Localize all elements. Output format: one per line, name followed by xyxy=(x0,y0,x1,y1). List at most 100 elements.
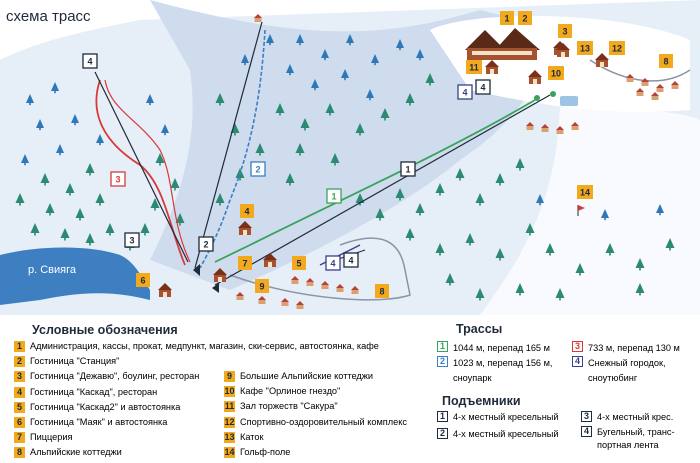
legend-text: Гостиница "Каскад2" и автостоянка xyxy=(30,401,181,412)
road xyxy=(229,237,411,301)
trail-legend-badge: 1 xyxy=(437,341,448,352)
legend-badge: 4 xyxy=(14,386,25,398)
marker-12: 12 xyxy=(609,41,625,55)
lift-marker-3: 3 xyxy=(124,232,140,248)
lift-marker-2: 2 xyxy=(198,236,214,252)
svg-text:3: 3 xyxy=(562,27,567,37)
river xyxy=(0,247,150,305)
lift-legend-item-1: 1 4-х местный кресельный xyxy=(437,411,559,424)
trail-1-green xyxy=(214,99,536,263)
svg-text:3: 3 xyxy=(115,175,120,185)
legend-item-10: 10 Кафе "Орлиное гнездо" xyxy=(224,386,341,398)
legend-text: Большие Альпийские коттеджи xyxy=(240,371,374,381)
legend-badge: 14 xyxy=(224,447,235,458)
marker-7: 7 xyxy=(238,256,252,270)
svg-text:2: 2 xyxy=(522,14,527,24)
trail-legend-text: 733 м, перепад 130 м xyxy=(588,343,680,353)
marker-2: 2 xyxy=(518,11,532,25)
trail-legend-badge: 2 xyxy=(437,356,448,367)
lift-legend-item-4: 4 Бугельный, транс-портная лента xyxy=(581,426,675,452)
ice-rink xyxy=(560,96,578,106)
legend-text: Гостиница "Станция" xyxy=(30,356,120,367)
lift-legend-badge: 4 xyxy=(581,426,592,437)
lift-legend-text: 4-х местный кресельный xyxy=(453,429,559,439)
svg-text:10: 10 xyxy=(551,69,561,79)
svg-text:6: 6 xyxy=(140,276,145,286)
svg-text:1: 1 xyxy=(405,165,410,175)
lift-legend-item-2: 2 4-х местный кресельный xyxy=(437,428,559,441)
lift-legend-badge: 2 xyxy=(437,428,448,439)
marker-8a: 8 xyxy=(375,284,389,298)
legend-text: Администрация, кассы, прокат, медпункт, … xyxy=(30,341,379,351)
legend-badge: 5 xyxy=(14,401,25,413)
legend-item-14: 14 Гольф-поле xyxy=(224,447,290,458)
trail-marker-4-navy-right: 4 xyxy=(457,84,473,100)
trail-legend-badge: 4 xyxy=(572,356,583,367)
hotel-main xyxy=(465,28,540,60)
arrow-base-2 xyxy=(212,283,219,293)
legend-trails-heading: Трассы xyxy=(456,322,503,336)
lift-marker-4-right: 4 xyxy=(475,79,491,95)
legend-lifts-heading: Подъемники xyxy=(442,394,521,408)
trail-legend-item-2: 2 1023 м, перепад 156 м,сноупарк xyxy=(437,356,552,386)
lift-station-top xyxy=(534,95,540,101)
svg-text:1: 1 xyxy=(331,192,336,202)
marker-9: 9 xyxy=(255,279,269,293)
marker-13: 13 xyxy=(577,41,593,55)
legend-poi-heading: Условные обозначения xyxy=(32,323,178,337)
trail-legend-text: 1044 м, перепад 165 м xyxy=(453,343,550,353)
golf-flag xyxy=(577,205,585,216)
legend-text: Кафе "Орлиное гнездо" xyxy=(240,386,341,397)
lift-marker-1: 1 xyxy=(400,161,416,177)
marker-1: 1 xyxy=(500,11,514,25)
legend-text: Гольф-поле xyxy=(240,447,291,457)
svg-text:3: 3 xyxy=(129,236,134,246)
legend-item-1: 1 Администрация, кассы, прокат, медпункт,… xyxy=(14,341,379,352)
svg-text:4: 4 xyxy=(348,256,353,266)
legend-badge: 12 xyxy=(224,416,235,428)
legend-badge: 7 xyxy=(14,432,25,444)
legend-badge: 10 xyxy=(224,386,235,398)
legend-item-9: 9 Большие Альпийские коттеджи xyxy=(224,371,373,382)
lift-legend-text: Бугельный, транс-портная лента xyxy=(597,427,675,450)
legend-text: Спортивно-оздоровительный комплекс xyxy=(240,416,407,427)
legend-badge: 1 xyxy=(14,341,25,352)
lift-legend-badge: 1 xyxy=(437,411,448,422)
lift-legend-text: 4-х местный кресельный xyxy=(453,412,559,422)
svg-text:7: 7 xyxy=(242,259,247,269)
legend-badge: 11 xyxy=(224,401,235,413)
legend-item-5: 5 Гостиница "Каскад2" и автостоянка xyxy=(14,401,181,413)
legend-badge: 8 xyxy=(14,447,25,459)
svg-text:1: 1 xyxy=(504,14,509,24)
svg-text:4: 4 xyxy=(87,57,92,67)
svg-text:8: 8 xyxy=(379,287,384,297)
arrow-base xyxy=(193,264,200,276)
legend-item-13: 13 Каток xyxy=(224,431,264,443)
trail-legend-text: Снежный городок,сноутюбинг xyxy=(588,358,666,383)
lift-marker-4-bottom: 4 xyxy=(343,252,359,268)
marker-11: 11 xyxy=(466,60,482,74)
legend-badge: 9 xyxy=(224,371,235,382)
trail-marker-3-red: 3 xyxy=(110,171,126,187)
svg-text:13: 13 xyxy=(580,44,590,54)
lift-marker-4-top: 4 xyxy=(82,53,98,69)
trail-legend-text: 1023 м, перепад 156 м,сноупарк xyxy=(453,358,553,383)
lift-1-line xyxy=(214,94,551,286)
map-title: схема трасс xyxy=(6,8,91,25)
svg-text:5: 5 xyxy=(296,259,301,269)
marker-8b: 8 xyxy=(659,54,673,68)
legend-text: Каток xyxy=(240,431,264,442)
lift-2-line xyxy=(194,21,263,269)
svg-text:4: 4 xyxy=(462,88,467,98)
legend-badge: 13 xyxy=(224,431,235,443)
trail-legend-item-4: 4 Снежный городок,сноутюбинг xyxy=(572,356,666,386)
svg-text:4: 4 xyxy=(480,83,485,93)
